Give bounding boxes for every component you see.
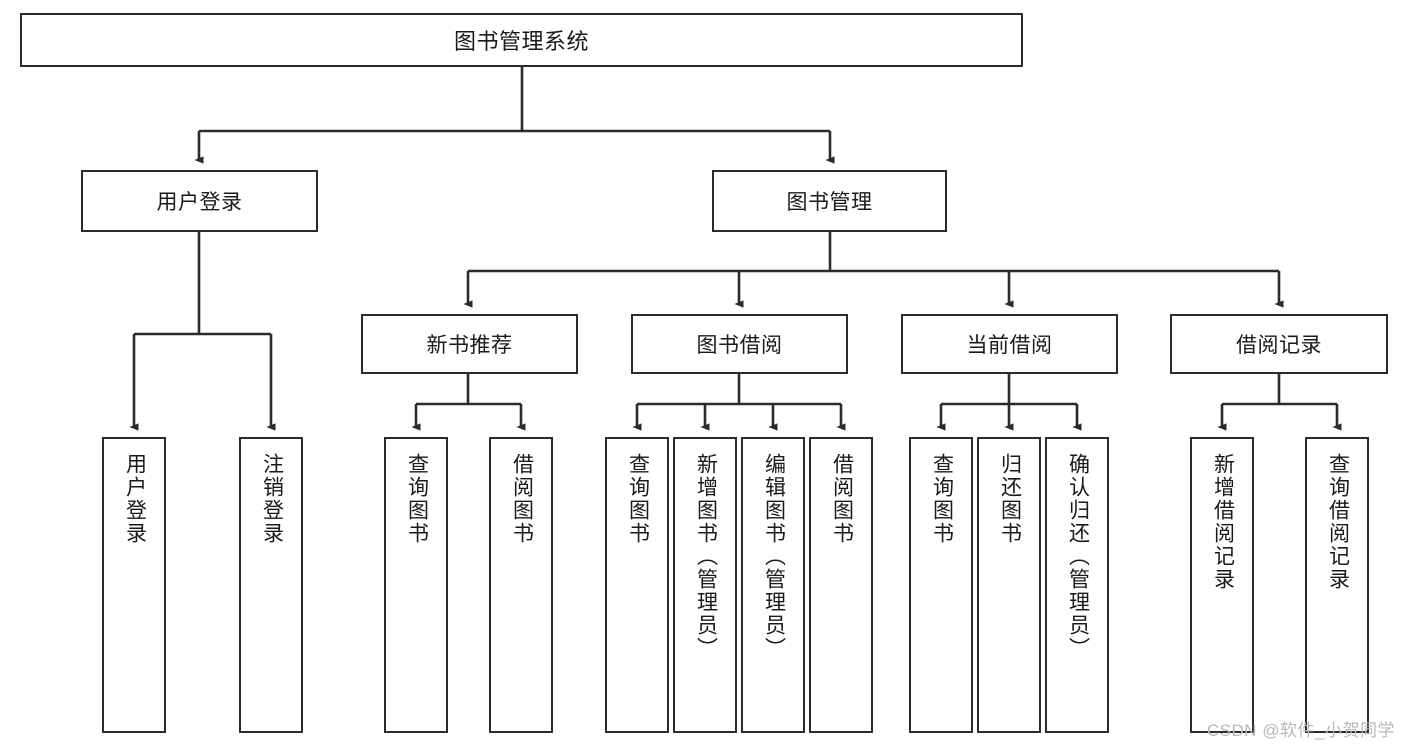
leaf-label: 编辑图书（管理员） <box>762 453 786 660</box>
node-borrow-record[interactable]: 借阅记录 <box>1170 314 1388 374</box>
leaf-label: 查询图书 <box>626 453 650 545</box>
node-label: 用户登录 <box>156 191 243 214</box>
leaf-label: 归还图书 <box>998 453 1022 545</box>
node-root-book-management-system[interactable]: 图书管理系统 <box>20 13 1023 67</box>
node-book-management[interactable]: 图书管理 <box>712 170 947 232</box>
node-label: 当前借阅 <box>966 334 1053 357</box>
leaf-add-book-admin[interactable]: 新增图书（管理员） <box>673 437 737 733</box>
leaf-query-borrow-record[interactable]: 查询借阅记录 <box>1305 437 1369 733</box>
node-current-borrow[interactable]: 当前借阅 <box>901 314 1118 374</box>
leaf-user-login[interactable]: 用户登录 <box>102 437 166 733</box>
node-new-book-recommend[interactable]: 新书推荐 <box>361 314 578 374</box>
node-label: 新书推荐 <box>426 334 513 357</box>
leaf-label: 新增借阅记录 <box>1211 453 1235 591</box>
leaf-label: 借阅图书 <box>510 453 534 545</box>
leaf-edit-book-admin[interactable]: 编辑图书（管理员） <box>741 437 805 733</box>
node-user-login[interactable]: 用户登录 <box>81 170 318 232</box>
leaf-logout[interactable]: 注销登录 <box>239 437 303 733</box>
leaf-label: 借阅图书 <box>830 453 854 545</box>
leaf-borrow-book-recommend[interactable]: 借阅图书 <box>489 437 553 733</box>
leaf-confirm-return-admin[interactable]: 确认归还（管理员） <box>1045 437 1109 733</box>
leaf-query-book-borrow[interactable]: 查询图书 <box>605 437 669 733</box>
node-label: 借阅记录 <box>1236 334 1322 357</box>
leaf-label: 查询图书 <box>930 453 954 545</box>
leaf-label: 确认归还（管理员） <box>1066 453 1090 660</box>
leaf-label: 注销登录 <box>260 453 284 545</box>
leaf-label: 新增图书（管理员） <box>694 453 718 660</box>
leaf-query-book-recommend[interactable]: 查询图书 <box>384 437 448 733</box>
leaf-label: 查询图书 <box>405 453 429 545</box>
leaf-label: 用户登录 <box>123 453 147 545</box>
leaf-label: 查询借阅记录 <box>1326 453 1350 591</box>
node-label: 图书借阅 <box>696 334 783 357</box>
node-book-borrow[interactable]: 图书借阅 <box>631 314 848 374</box>
leaf-query-book-current[interactable]: 查询图书 <box>909 437 973 733</box>
node-label: 图书管理 <box>786 191 873 214</box>
leaf-add-borrow-record[interactable]: 新增借阅记录 <box>1190 437 1254 733</box>
node-label: 图书管理系统 <box>453 29 589 54</box>
leaf-return-book[interactable]: 归还图书 <box>977 437 1041 733</box>
leaf-borrow-book[interactable]: 借阅图书 <box>809 437 873 733</box>
csdn-watermark: CSDN @软件_小贺同学 <box>1206 721 1395 740</box>
